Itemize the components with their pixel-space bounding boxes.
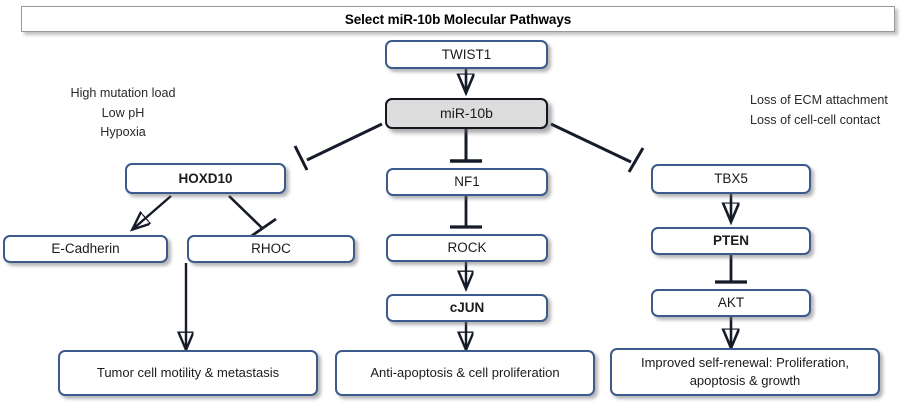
annotation-left: High mutation load Low pH Hypoxia	[70, 86, 176, 140]
edge-mir10b-tbx5	[550, 122, 632, 164]
node-tbx5-label: TBX5	[714, 171, 748, 187]
node-cjun-label: cJUN	[449, 300, 485, 316]
node-rock-label: ROCK	[447, 240, 487, 256]
node-nf1-label: NF1	[454, 174, 480, 190]
node-outcome-self-renewal[interactable]: Improved self-renewal: Proliferation, ap…	[610, 348, 880, 396]
node-ecadherin[interactable]: E-Cadherin	[3, 235, 168, 263]
node-outcome-tumor-motility-label: Tumor cell motility & metastasis	[96, 365, 280, 381]
node-nf1[interactable]: NF1	[386, 168, 548, 196]
diagram-title-bar: Select miR-10b Molecular Pathways	[21, 6, 895, 32]
edge-mir10b-hoxd10	[306, 122, 383, 162]
node-akt-label: AKT	[717, 295, 745, 311]
node-rhoc-label: RHOC	[251, 241, 291, 257]
node-rhoc[interactable]: RHOC	[187, 235, 355, 263]
edge-hoxd10-rhoc	[228, 195, 263, 229]
node-twist1-label: TWIST1	[441, 46, 492, 62]
node-ecadherin-label: E-Cadherin	[51, 241, 120, 257]
node-outcome-anti-apoptosis-label: Anti-apoptosis & cell proliferation	[370, 365, 560, 381]
node-rock[interactable]: ROCK	[386, 234, 548, 262]
node-hoxd10-label: HOXD10	[178, 170, 233, 186]
edge-mir10b-tbx5-bar	[627, 147, 645, 173]
page-title: Select miR-10b Molecular Pathways	[344, 11, 572, 27]
node-pten-label: PTEN	[712, 233, 749, 249]
node-akt[interactable]: AKT	[651, 289, 811, 317]
node-twist1[interactable]: TWIST1	[385, 40, 548, 69]
node-outcome-self-renewal-label: Improved self-renewal: Proliferation, ap…	[640, 355, 850, 388]
node-outcome-tumor-motility[interactable]: Tumor cell motility & metastasis	[58, 350, 318, 396]
edge-hoxd10-ecadherin	[133, 195, 172, 229]
node-pten[interactable]: PTEN	[651, 227, 811, 255]
edge-mir10b-hoxd10-bar	[293, 145, 309, 171]
node-mir10b[interactable]: miR-10b	[385, 98, 548, 129]
node-outcome-anti-apoptosis[interactable]: Anti-apoptosis & cell proliferation	[335, 350, 595, 396]
node-hoxd10[interactable]: HOXD10	[125, 163, 286, 194]
node-cjun[interactable]: cJUN	[386, 294, 548, 322]
node-mir10b-label: miR-10b	[440, 105, 493, 122]
annotation-right: Loss of ECM attachment Loss of cell-cell…	[750, 93, 888, 127]
node-tbx5[interactable]: TBX5	[651, 164, 811, 194]
